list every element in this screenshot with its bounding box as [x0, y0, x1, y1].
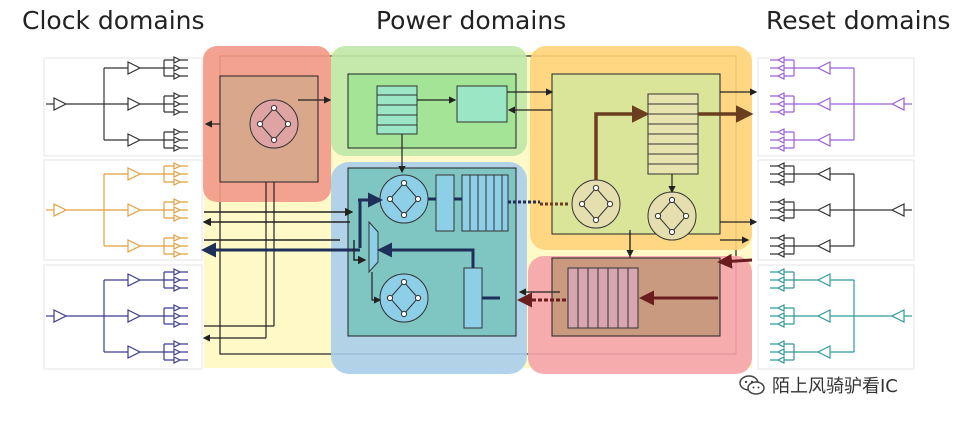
clock-domains-title: Clock domains [22, 6, 205, 35]
mux-blue [368, 220, 379, 274]
fsm-blue-bottom [379, 273, 429, 323]
register-stack-green [376, 85, 418, 135]
watermark: 陌上风骑驴看IC [738, 372, 898, 398]
fsm-blue-top [379, 174, 429, 224]
pipe-stage-blue-lower [463, 267, 483, 329]
clock-tree-2 [46, 162, 188, 258]
watermark-text: 陌上风骑驴看IC [772, 376, 898, 397]
power-domains-title: Power domains [376, 6, 567, 35]
register-stack-blue [461, 174, 509, 232]
fsm-red [249, 99, 299, 149]
clock-tree-3 [46, 268, 188, 364]
clock-tree-1 [46, 56, 188, 152]
fsm-orange-left [571, 179, 621, 229]
register-stack-orange [647, 93, 699, 175]
reset-tree-1 [770, 56, 912, 152]
reset-tree-2 [770, 162, 912, 258]
wechat-icon [739, 375, 765, 395]
memory-green [456, 85, 508, 123]
reset-tree-3 [770, 268, 912, 364]
pipe-stage-blue [435, 174, 455, 232]
signal-wires [201, 88, 758, 342]
register-stack-pink [567, 267, 639, 329]
reset-domains-title: Reset domains [766, 6, 951, 35]
fsm-orange-right [647, 191, 697, 241]
